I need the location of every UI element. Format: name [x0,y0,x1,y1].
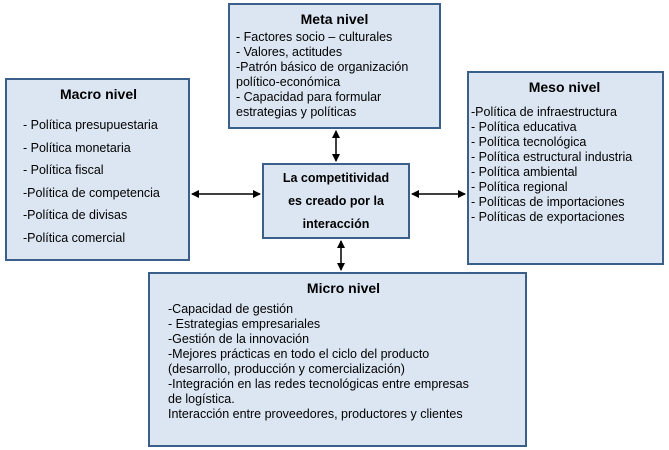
micro-nivel-item: (desarrollo, producción y comercializaci… [168,362,405,376]
center-line: La competitividad [282,170,390,185]
macro-nivel-item: -Política comercial [23,230,126,245]
macro-nivel-box: Macro nivel - Política presupuestaria - … [5,78,190,261]
micro-nivel-item: - Estrategias empresariales [168,317,321,331]
macro-nivel-item: -Política de competencia [23,185,160,200]
meso-nivel-title: Meso nivel [528,79,601,95]
meta-nivel-item: - Capacidad para formular estrategias y … [236,90,382,119]
meso-nivel-item: - Política ambiental [471,165,578,179]
meso-nivel-item: - Políticas de exportaciones [471,210,625,224]
center-line: interacción [302,216,370,231]
macro-nivel-item: - Política monetaria [23,140,131,155]
meta-nivel-item: - Valores, actitudes [236,45,343,59]
meta-nivel-item: -Patrón básico de organización político-… [236,60,409,89]
center-text: La competitividad es creado por la inter… [283,167,389,236]
meso-nivel-item: - Política estructural industria [471,150,633,164]
macro-nivel-item: - Política presupuestaria [23,118,158,132]
competitividad-center-box: La competitividad es creado por la inter… [262,163,410,239]
meso-nivel-item: - Políticas de importaciones [471,195,625,209]
meso-nivel-item: -Política de infraestructura [471,105,617,119]
macro-nivel-item: - Política fiscal [23,163,104,177]
meta-nivel-item: - Factores socio – culturales [236,30,393,44]
meso-nivel-item: - Política regional [471,180,568,194]
center-line: es creado por la [288,193,384,208]
micro-nivel-item: Interacción entre proveedores, productor… [168,407,463,421]
micro-nivel-list: -Capacidad de gestión - Estrategias empr… [168,302,519,422]
micro-nivel-item: -Mejores prácticas en todo el ciclo del … [168,347,430,361]
micro-nivel-item: de logística. [168,392,235,406]
micro-nivel-title: Micro nivel [306,280,381,296]
macro-nivel-title: Macro nivel [59,86,138,102]
meta-nivel-list: - Factores socio – culturales - Valores,… [236,30,433,120]
meso-nivel-list: -Política de infraestructura - Política … [471,105,658,225]
micro-nivel-item: -Capacidad de gestión [168,302,294,316]
meso-nivel-item: - Política educativa [471,120,577,134]
meta-nivel-box: Meta nivel - Factores socio – culturales… [228,3,441,129]
micro-nivel-item: -Gestión de la innovación [168,332,310,346]
meso-nivel-item: - Política tecnológica [471,135,587,149]
micro-nivel-box: Micro nivel -Capacidad de gestión - Estr… [148,272,527,447]
macro-nivel-item: -Política de divisas [23,208,128,222]
meta-nivel-title: Meta nivel [300,11,369,27]
macro-nivel-list: - Política presupuestaria - Política mon… [15,114,182,249]
meso-nivel-box: Meso nivel -Política de infraestructura … [467,71,664,265]
micro-nivel-item: -Integración en las redes tecnológicas e… [168,377,469,391]
